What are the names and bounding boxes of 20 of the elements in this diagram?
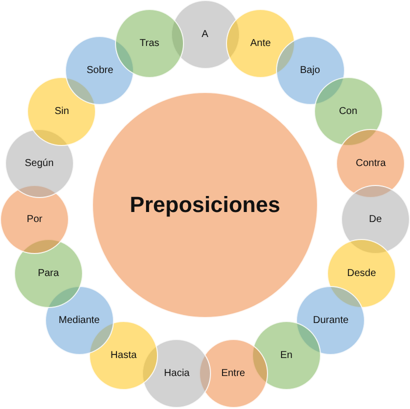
preposition-label: Por <box>26 214 42 225</box>
preposition-label: Desde <box>347 268 376 280</box>
preposition-label: Según <box>24 158 54 169</box>
preposition-label: Hasta <box>110 350 137 361</box>
preposition-label: Mediante <box>58 315 100 326</box>
preposition-label: Bajo <box>300 64 320 76</box>
preposition-label: A <box>202 28 208 40</box>
preposition-label: Para <box>38 268 59 280</box>
preposition-label: De <box>369 214 382 225</box>
preposition-label: Con <box>338 106 358 117</box>
preposition-label: Contra <box>356 158 386 169</box>
preposition-label: Sobre <box>86 64 114 76</box>
preposition-label: Ante <box>250 38 271 49</box>
preposition-label: Durante <box>313 315 349 326</box>
preposition-label: Sin <box>54 106 70 117</box>
preposition-label: Hacia <box>164 368 190 380</box>
preposition-label: En <box>280 350 292 361</box>
preposition-label: Tras <box>140 38 160 49</box>
topic-title: Preposiciones <box>130 192 280 218</box>
preposition-label: Entre <box>221 368 246 380</box>
